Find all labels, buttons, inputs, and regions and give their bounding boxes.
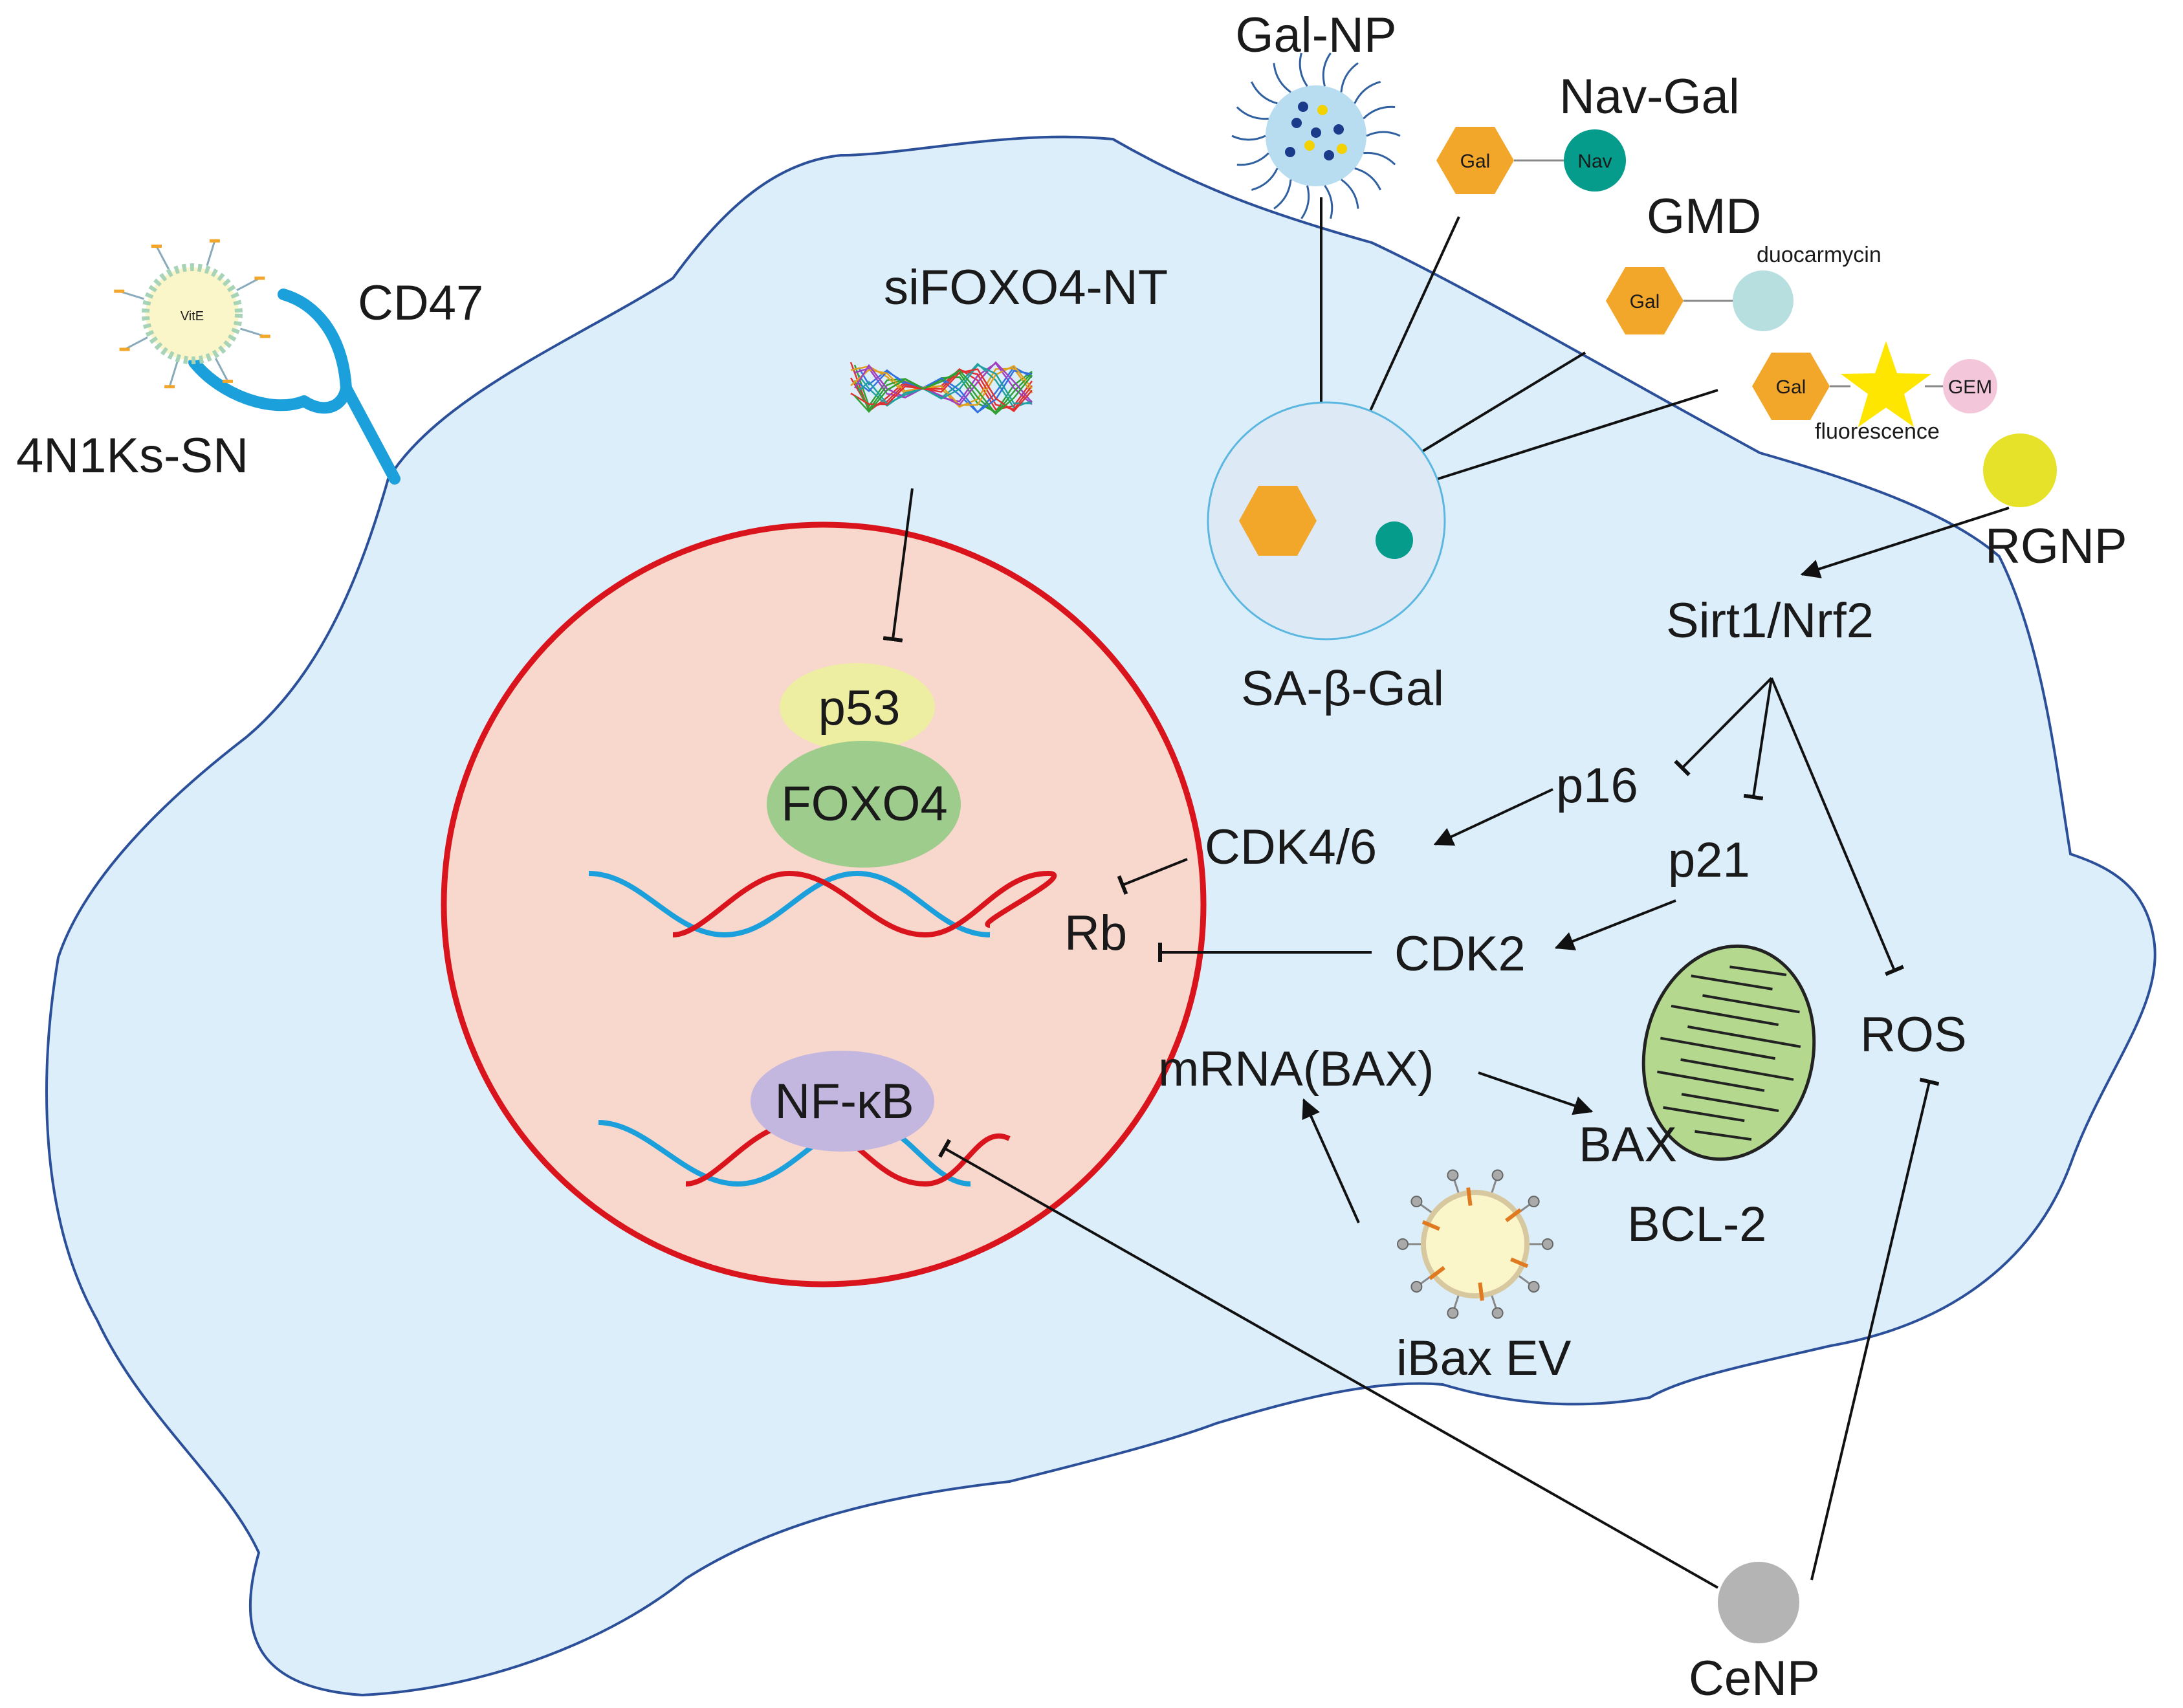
edge-mrnabax-to-bax bbox=[1478, 1071, 1594, 1115]
bcl2-label: BCL-2 bbox=[1627, 1197, 1766, 1252]
duocarmycin-label: duocarmycin bbox=[1757, 243, 1881, 267]
nav-circle bbox=[1564, 129, 1626, 192]
gmd-label: GMD bbox=[1647, 189, 1761, 244]
p53-label: p53 bbox=[818, 681, 901, 736]
edge-rgnp-to-sirt1 bbox=[1800, 507, 2010, 578]
sabgal-label: SA-β-Gal bbox=[1241, 661, 1444, 716]
duocarmycin-circle bbox=[1733, 270, 1794, 331]
sn-label: 4N1Ks-SN bbox=[16, 428, 248, 483]
nav-text: Nav bbox=[1577, 151, 1612, 172]
edge-gem-to-sabgal bbox=[1412, 389, 1718, 490]
edge-sirt1-inhibits-ros bbox=[1770, 677, 1904, 976]
foxo4-label: FOXO4 bbox=[781, 776, 948, 831]
sifoxo4-nanotube-icon bbox=[850, 361, 1033, 415]
gal-hexagon-navgal bbox=[1436, 127, 1514, 194]
gal-text-gem: Gal bbox=[1776, 377, 1806, 398]
bax-label: BAX bbox=[1579, 1117, 1677, 1172]
edge-sirt1-inhibits-p16 bbox=[1674, 677, 1773, 776]
gem-circle bbox=[1943, 359, 1997, 413]
cdk46-label: CDK4/6 bbox=[1205, 820, 1377, 875]
cdk2-label: CDK2 bbox=[1394, 926, 1526, 981]
sabgal-lysosome bbox=[1207, 401, 1446, 640]
ibax-label: iBax EV bbox=[1396, 1331, 1572, 1386]
galnp-nanoparticle-icon bbox=[1231, 52, 1401, 219]
sifoxo4-label: siFOXO4-NT bbox=[884, 260, 1168, 315]
cenp-circle bbox=[1718, 1562, 1799, 1643]
edge-cenp-inhibits-nfkb bbox=[938, 1139, 1718, 1589]
gem-text: GEM bbox=[1948, 377, 1992, 398]
nfkb-label: NF-κB bbox=[774, 1074, 914, 1129]
sabgal-gal-hexagon bbox=[1239, 486, 1317, 556]
navgal-label: Nav-Gal bbox=[1559, 69, 1740, 124]
ros-label: ROS bbox=[1860, 1007, 1967, 1062]
edge-navgal-to-sabgal bbox=[1354, 216, 1460, 445]
dna-helix-upper bbox=[588, 870, 1057, 938]
p16-label: p16 bbox=[1556, 758, 1638, 813]
edge-p16-to-cdk46 bbox=[1433, 788, 1553, 846]
nucleus bbox=[441, 521, 1207, 1287]
p53-blob bbox=[780, 663, 935, 751]
mitochondrion-icon bbox=[1641, 944, 1816, 1161]
ibax-ev-icon bbox=[1397, 1169, 1553, 1319]
p21-label: p21 bbox=[1668, 833, 1750, 888]
nanoparticle-4n1ks-sn: VitE bbox=[114, 239, 270, 389]
edge-sirt1-inhibits-p21 bbox=[1743, 677, 1773, 801]
gal-hexagon-gmd bbox=[1606, 267, 1684, 334]
vite-label: VitE bbox=[181, 309, 204, 323]
cenp-label: CeNP bbox=[1689, 1651, 1820, 1706]
gal-text-gmd: Gal bbox=[1630, 291, 1660, 312]
rgnp-label: RGNP bbox=[1985, 519, 2127, 574]
edge-ibax-to-mrnabax bbox=[1302, 1098, 1360, 1223]
fluorescence-label: fluorescence bbox=[1815, 419, 1940, 444]
edge-sifoxo4-inhibits-foxo4 bbox=[883, 488, 914, 642]
fluorescence-star-icon bbox=[1841, 341, 1931, 427]
gal-hexagon-gem bbox=[1752, 353, 1830, 420]
mrnabax-label: mRNA(BAX) bbox=[1158, 1042, 1434, 1097]
edge-p21-to-cdk2 bbox=[1554, 899, 1676, 950]
sirt1-label: Sirt1/Nrf2 bbox=[1666, 593, 1874, 648]
rb-label: Rb bbox=[1064, 906, 1127, 961]
rgnp-circle bbox=[1983, 433, 2057, 507]
foxo4-blob bbox=[767, 741, 961, 868]
sabgal-nav-dot bbox=[1376, 521, 1413, 559]
galnp-label: Gal-NP bbox=[1235, 8, 1396, 63]
gal-text-navgal: Gal bbox=[1460, 151, 1491, 172]
cd47-label: CD47 bbox=[358, 276, 483, 331]
edge-cenp-inhibits-ros bbox=[1810, 1077, 1940, 1581]
cd47-receptor bbox=[188, 289, 400, 485]
nfkb-blob bbox=[751, 1051, 934, 1152]
edge-cdk46-inhibits-rb bbox=[1117, 858, 1188, 895]
